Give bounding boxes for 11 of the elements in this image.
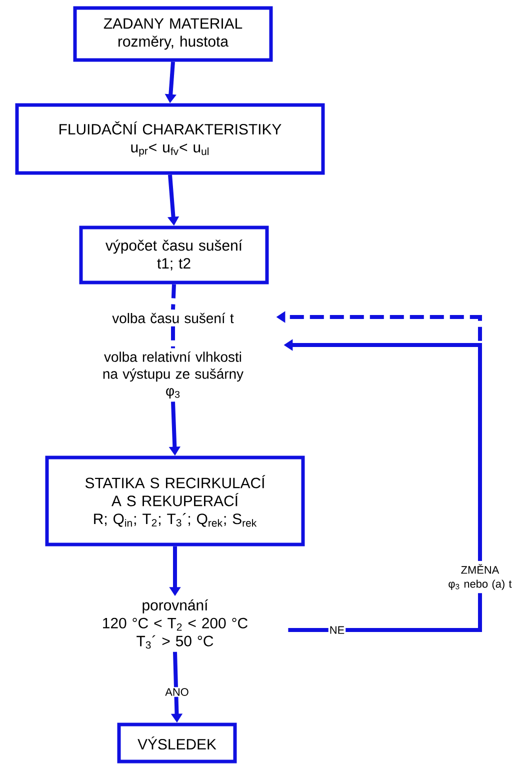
process-box: výpočet času sušení t1; t2 [79, 226, 269, 284]
process-box: ZADANY MATERIAL rozměry, hustota [73, 6, 273, 62]
edge-label: ANO [164, 687, 190, 697]
step-text: volba relativní vlhkosti na výstupu ze sušárny φ$_{3}$ [103, 351, 244, 399]
step-text: ZMĚNA φ$_{3}$ nebo (a) t [448, 564, 512, 590]
edge-label: NE [328, 625, 346, 635]
process-box: STATIKA S RECIRKULACÍ A S REKUPERACÍ R; Q$_{in}$; T$_{2}$; T$_{3}$´; Q$_{rek}$; S$_{rek}$ [45, 456, 305, 546]
process-box: FLUIDAČNÍ CHARAKTERISTIKY u$_{pr}$< u$_{fv}$< u$_{ul}$ [15, 103, 325, 175]
process-box: VÝSLEDEK [117, 722, 237, 764]
step-text: volba času sušení t [112, 312, 234, 324]
step-text: porovnání 120 °C < T$_{2}$ < 200 °C T$_{3}$´ > 50 °C [103, 599, 248, 649]
